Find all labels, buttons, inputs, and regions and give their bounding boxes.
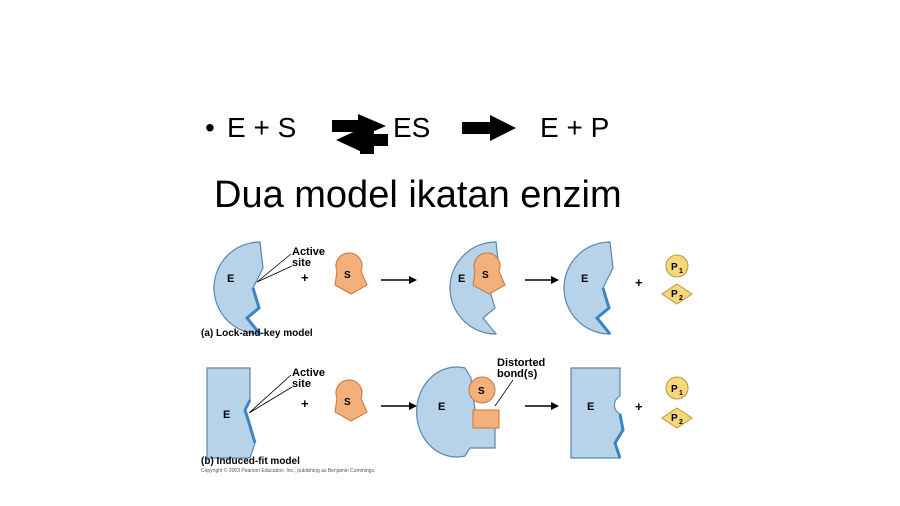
- distorted-bonds-label: bond(s): [497, 368, 538, 380]
- product-2-label: P: [671, 413, 678, 424]
- svg-text:1: 1: [679, 268, 683, 275]
- product-1-shape: [665, 254, 689, 278]
- forward-arrow-icon: [462, 115, 516, 141]
- plus-sign: +: [635, 275, 643, 290]
- bullet: •: [205, 112, 215, 143]
- enzyme-shape: [206, 367, 256, 459]
- enzyme-shape: [213, 241, 264, 335]
- product-1-label: P: [671, 262, 678, 273]
- equation-right: E + P: [540, 112, 610, 143]
- svg-text:2: 2: [679, 295, 683, 302]
- enzyme-label: E: [458, 273, 465, 285]
- equation-left: E + S: [227, 112, 297, 143]
- enzyme-label: E: [438, 401, 445, 413]
- enzyme-label: E: [587, 401, 594, 413]
- svg-text:1: 1: [679, 390, 683, 397]
- product-1-label: P: [671, 384, 678, 395]
- substrate-label: S: [478, 386, 485, 397]
- active-site-label: site: [292, 378, 311, 390]
- caption-induced-fit: (b) Induced-fit model: [201, 456, 300, 467]
- copyright-text: Copyright © 2003 Pearson Education, Inc.…: [201, 467, 375, 474]
- caption-lock-and-key: (a) Lock-and-key model: [201, 328, 313, 339]
- enzyme-label: E: [227, 273, 234, 285]
- substrate-label: S: [344, 270, 351, 281]
- active-site-label: Active: [292, 367, 325, 379]
- product-2-shape: [661, 283, 693, 305]
- enzyme-label: E: [581, 273, 588, 285]
- reversible-arrow-icon: [332, 114, 388, 154]
- enzyme-label: E: [223, 409, 230, 421]
- svg-text:2: 2: [679, 419, 683, 426]
- slide-title: Dua model ikatan enzim: [214, 174, 622, 216]
- substrate-label: S: [482, 270, 489, 281]
- plus-sign: +: [635, 399, 643, 414]
- equation-middle: ES: [393, 112, 431, 143]
- product-2-label: P: [671, 289, 678, 300]
- plus-sign: +: [301, 396, 309, 411]
- distorted-bonds-label: Distorted: [497, 357, 545, 369]
- substrate-shape: [334, 252, 368, 295]
- callout-line: [256, 253, 293, 283]
- enzyme-models-figure: E Active site + S E S E +: [195, 238, 735, 478]
- substrate-label: S: [344, 397, 351, 408]
- active-site-label: site: [292, 257, 311, 269]
- active-site-label: Active: [292, 246, 325, 258]
- plus-sign: +: [301, 270, 309, 285]
